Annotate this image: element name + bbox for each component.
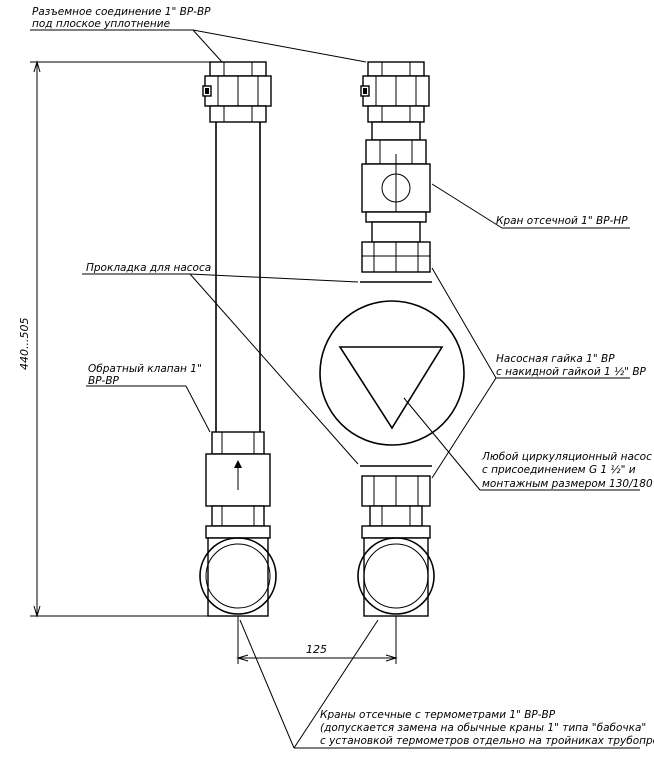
union-label-line1: Разъемное соединение 1" ВР-ВР — [32, 6, 211, 18]
spacing-dimension: 125 — [236, 616, 398, 664]
height-dimension-label: 440...505 — [18, 318, 31, 370]
gasket-label: Прокладка для насоса — [86, 262, 211, 274]
leader-lines — [30, 29, 640, 749]
bottom-valves-label-line3: с установкой термометров отдельно на тро… — [320, 735, 654, 747]
right-branch — [319, 61, 465, 617]
pump-nut-label-line2: с накидной гайкой 1 ½" ВР — [496, 366, 647, 378]
check-valve-label-line1: Обратный клапан 1" — [88, 363, 202, 375]
pump — [319, 300, 465, 446]
labels: Разъемное соединение 1" ВР-ВР под плоско… — [32, 6, 654, 747]
spacing-dimension-label: 125 — [306, 643, 327, 656]
pump-label-line3: монтажным размером 130/180 мм — [482, 478, 654, 490]
bottom-valves-label-line1: Краны отсечные с термометрами 1" ВР-ВР — [320, 709, 556, 721]
shutoff-valve-label: Кран отсечной 1" ВР-НР — [496, 215, 628, 227]
union-label-line2: под плоское уплотнение — [32, 18, 170, 30]
right-union-fitting — [360, 61, 430, 123]
pump-label-line2: с присоединением G 1 ½" и — [482, 464, 636, 476]
left-union-fitting — [202, 61, 272, 123]
check-valve-label-line2: ВР-ВР — [88, 375, 120, 387]
check-valve — [205, 431, 271, 527]
shutoff-valve — [361, 121, 431, 243]
height-dimension: 440...505 — [18, 60, 210, 618]
left-bottom-valve — [199, 525, 277, 617]
pump-label-line1: Любой циркуляционный насос — [481, 451, 652, 463]
lower-pump-nut — [361, 475, 431, 527]
upper-pump-nut — [361, 241, 431, 273]
pump-nut-label-line1: Насосная гайка 1" ВР — [496, 353, 615, 365]
bottom-valves-label-line2: (допускается замена на обычные краны 1" … — [320, 722, 646, 734]
left-branch — [199, 61, 277, 617]
right-bottom-valve — [357, 525, 435, 617]
